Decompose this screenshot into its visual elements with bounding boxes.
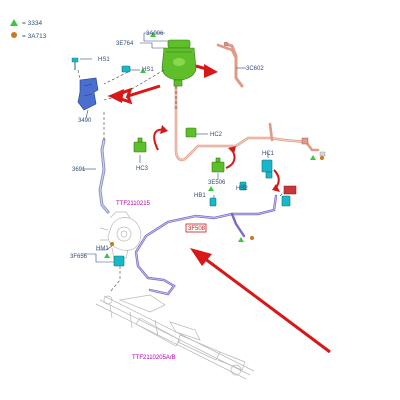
red-arrows bbox=[107, 64, 331, 354]
bracket-3490 bbox=[77, 77, 99, 111]
fitting-hs1 bbox=[121, 65, 131, 73]
label-hc3: HC3 bbox=[136, 166, 149, 172]
arrow-big-icon bbox=[203, 256, 331, 354]
legend-triangle-text: = 3334 bbox=[22, 20, 42, 27]
bolt-hs1 bbox=[71, 57, 79, 70]
marker-triangle-icon bbox=[310, 155, 316, 160]
torque-markers bbox=[104, 32, 324, 258]
label-ttf2110205ab: TTF2110205A/B bbox=[132, 355, 176, 361]
fitting-hs2 bbox=[239, 181, 247, 191]
label-3e764: 3E764 bbox=[116, 41, 134, 47]
clip-hc2 bbox=[185, 127, 197, 138]
clip-hc3 bbox=[133, 137, 147, 153]
label-hs1-b: HS1 bbox=[142, 67, 154, 73]
label-3691: 3691 bbox=[72, 167, 86, 173]
label-ttf2110215: TTF2110215 bbox=[116, 201, 151, 207]
fitting-hc1 bbox=[261, 159, 273, 179]
legend-circle-text: = 3A713 bbox=[22, 33, 47, 40]
label-3f656: 3F656 bbox=[70, 254, 88, 260]
arrow-curve-hc3-head-icon bbox=[160, 125, 168, 134]
highlight-red-box bbox=[283, 185, 297, 195]
fitting-hm1 bbox=[113, 255, 125, 267]
marker-triangle-icon bbox=[150, 32, 156, 37]
label-hm1: HM1 bbox=[96, 246, 109, 252]
pressure-pipe bbox=[174, 43, 320, 162]
arrow-left-head-icon bbox=[108, 89, 124, 103]
label-hb1: HB1 bbox=[194, 193, 206, 199]
steering-rack bbox=[95, 294, 255, 380]
hose-3c602 bbox=[224, 42, 244, 88]
marker-circle-icon bbox=[320, 156, 324, 160]
legend: = 3334 = 3A713 bbox=[10, 19, 47, 40]
dashed-callouts bbox=[77, 69, 289, 293]
reservoir-cap bbox=[167, 39, 191, 49]
highlight-3f508: 3F508 bbox=[185, 223, 207, 233]
marker-triangle-icon bbox=[208, 186, 214, 191]
marker-circle-icon bbox=[250, 236, 254, 240]
label-3a006: 3A006 bbox=[146, 31, 164, 37]
arrow-curve-hc1-head-icon bbox=[272, 184, 280, 192]
bolt-right bbox=[319, 151, 326, 157]
fitting-hb1 bbox=[209, 197, 217, 207]
arrow-big-head-icon bbox=[190, 248, 212, 266]
label-3e506: 3E506 bbox=[208, 180, 226, 186]
legend-circle-icon bbox=[11, 32, 17, 38]
arrow-curve-3e506-head-icon bbox=[228, 146, 236, 154]
label-hc1: HC1 bbox=[262, 151, 275, 157]
part-labels: 3A006 3E764 HS1 HS1 3C602 3490 HC2 HC3 H… bbox=[70, 31, 275, 361]
label-hs1-a: HS1 bbox=[98, 57, 110, 63]
fluid-reservoir bbox=[161, 39, 197, 87]
label-3f508: 3F508 bbox=[188, 226, 206, 232]
fitting-right bbox=[281, 195, 291, 207]
label-hs2: HS2 bbox=[236, 186, 248, 192]
leader-lines bbox=[80, 32, 269, 263]
legend-triangle-icon bbox=[10, 19, 18, 26]
marker-triangle-icon bbox=[140, 68, 146, 73]
marker-triangle-icon bbox=[104, 253, 110, 258]
label-3c602: 3C602 bbox=[246, 66, 264, 72]
marker-triangle-icon bbox=[238, 237, 244, 242]
marker-circle-icon bbox=[110, 242, 114, 246]
purple-hose bbox=[134, 194, 278, 296]
arrow-right-head-icon bbox=[204, 64, 218, 78]
label-hc2: HC2 bbox=[210, 132, 223, 138]
clip-3e506 bbox=[211, 157, 225, 173]
label-3490: 3490 bbox=[78, 118, 92, 124]
